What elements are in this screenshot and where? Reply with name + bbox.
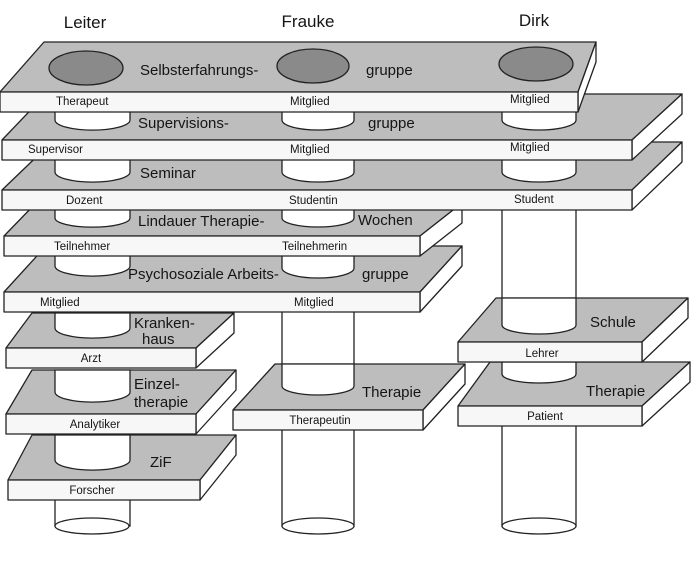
plate-krankenhaus-label-b: haus (142, 331, 175, 348)
plate-krankenhaus-label-a: Kranken- (134, 315, 195, 332)
plate-dirk-schule: Schule Lehrer (457, 297, 689, 363)
plate-zif-label: ZiF (150, 454, 172, 471)
plate-supervision-role-frauke: Mitglied (290, 144, 330, 156)
plate-selbsterfahrung-label-b: gruppe (366, 62, 413, 79)
pillar-top-frauke (276, 48, 350, 84)
plate-seminar-label: Seminar (140, 165, 196, 182)
plate-einzeltherapie-label-a: Einzel- (134, 376, 180, 393)
plate-dirk-therapie-role-dirk: Patient (527, 411, 564, 423)
plate-frauke-therapie: Therapie Therapeutin (232, 363, 466, 431)
plate-supervision-role-leiter: Supervisor (28, 144, 83, 156)
plate-dirk-schule-role-dirk: Lehrer (525, 348, 558, 360)
plate-einzeltherapie-role-leiter: Analytiker (70, 419, 121, 431)
plate-krankenhaus-role-leiter: Arzt (81, 353, 102, 365)
plate-seminar-role-frauke: Studentin (289, 195, 338, 207)
column-header-dirk: Dirk (519, 11, 550, 30)
plate-dirk-schule-label: Schule (590, 314, 636, 331)
column-header-leiter: Leiter (64, 13, 107, 32)
plate-selbsterfahrung: Selbsterfahrungs- gruppe Therapeut Mitgl… (0, 41, 597, 113)
column-header-frauke: Frauke (282, 12, 335, 31)
plate-lindauer-role-leiter: Teilnehmer (54, 241, 110, 253)
plate-supervision-label-b: gruppe (368, 115, 415, 132)
plate-selbsterfahrung-role-leiter: Therapeut (56, 96, 109, 108)
plate-psychosozial-label-b: gruppe (362, 266, 409, 283)
plate-dirk-therapie: Therapie Patient (457, 361, 691, 427)
plate-selbsterfahrung-role-dirk: Mitglied (510, 94, 550, 106)
plate-lindauer: Lindauer Therapie- Wochen Teilnehmer Tei… (3, 202, 463, 257)
plate-psychosozial-role-leiter: Mitglied (40, 297, 80, 309)
plate-frauke-therapie-role-frauke: Therapeutin (289, 415, 350, 427)
plate-lindauer-label-b: Wochen (358, 212, 413, 229)
plate-zif: ZiF Forscher (7, 434, 237, 501)
plate-krankenhaus: Kranken- haus Arzt (5, 312, 235, 369)
plate-psychosozial-label-a: Psychosoziale Arbeits- (128, 266, 279, 283)
plate-zif-role-leiter: Forscher (69, 485, 115, 497)
plate-frauke-therapie-label: Therapie (362, 384, 421, 401)
plate-selbsterfahrung-role-frauke: Mitglied (290, 96, 330, 108)
plate-psychosozial-role-frauke: Mitglied (294, 297, 334, 309)
pillar-top-dirk (498, 46, 574, 82)
plate-lindauer-role-frauke: Teilnehmerin (282, 241, 347, 253)
plate-supervision-label-a: Supervisions- (138, 115, 229, 132)
plate-selbsterfahrung-label-a: Selbsterfahrungs- (140, 62, 258, 79)
pillar-top-leiter (48, 50, 124, 86)
plate-einzeltherapie-label-b: therapie (134, 394, 188, 411)
plate-einzeltherapie: Einzel- therapie Analytiker (5, 369, 237, 435)
plate-seminar-role-dirk: Student (514, 194, 554, 206)
plate-dirk-therapie-label: Therapie (586, 383, 645, 400)
plate-seminar-role-leiter: Dozent (66, 195, 103, 207)
plate-lindauer-label-a: Lindauer Therapie- (138, 213, 264, 230)
plate-supervision-role-dirk: Mitglied (510, 142, 550, 154)
